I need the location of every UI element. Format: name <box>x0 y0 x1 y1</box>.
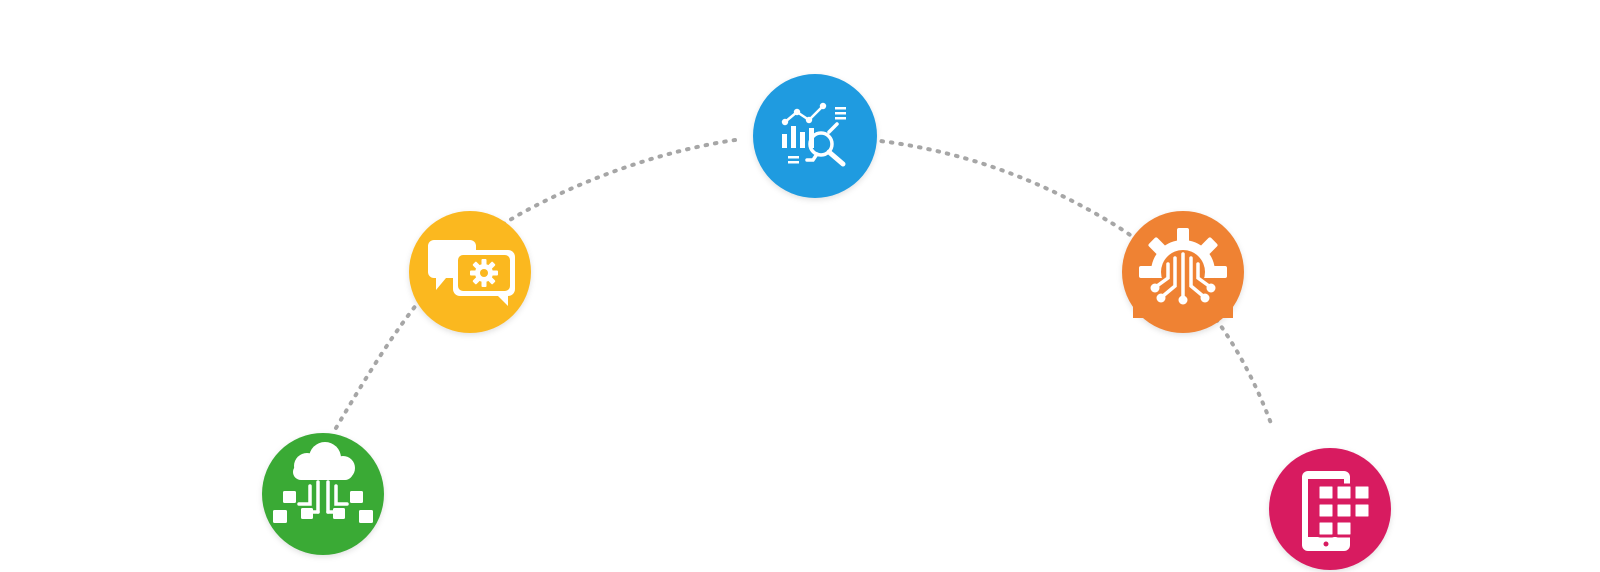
mobile-apps-icon <box>1302 471 1372 551</box>
node-gear-circuit[interactable] <box>1122 211 1244 333</box>
gear-circuit-icon <box>1133 228 1233 318</box>
dotted-arc-connector <box>334 138 1274 430</box>
node-analytics[interactable] <box>753 74 877 198</box>
node-chat-settings[interactable] <box>409 211 531 333</box>
node-mobile-apps[interactable] <box>1269 448 1391 570</box>
analytics-search-icon <box>781 102 846 167</box>
node-cloud-network[interactable] <box>262 433 384 555</box>
chat-settings-icon <box>428 240 515 306</box>
cloud-network-icon <box>273 442 373 523</box>
